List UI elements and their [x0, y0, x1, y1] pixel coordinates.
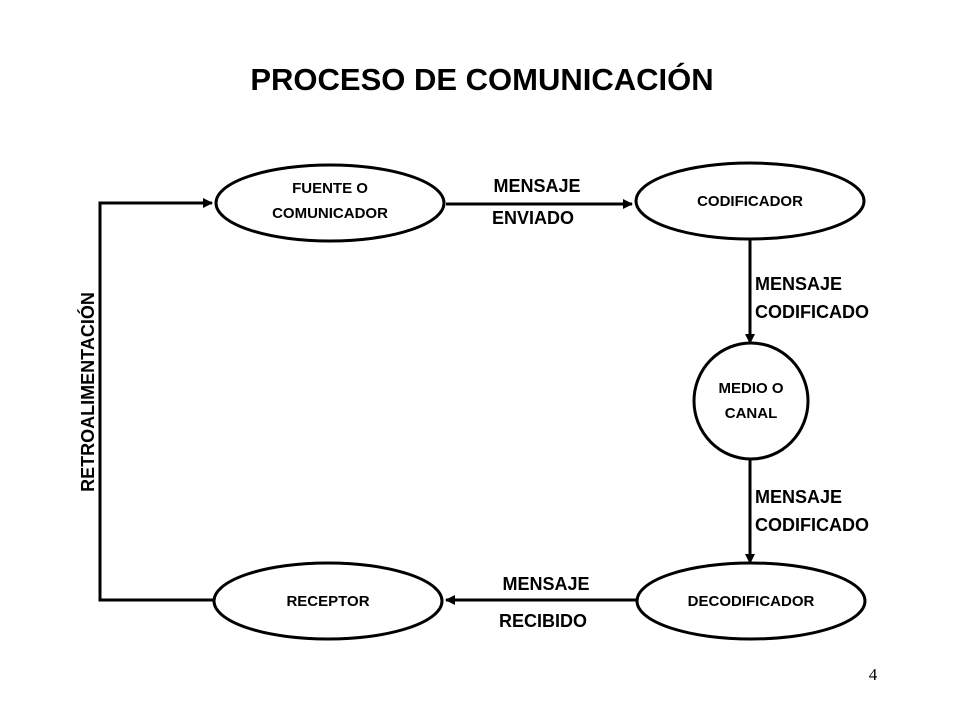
node-receptor: RECEPTOR [212, 561, 444, 641]
edge-codificado-1-label-line1: MENSAJE [755, 274, 842, 294]
node-medio-shape [692, 341, 810, 461]
page-number: 4 [869, 665, 878, 684]
page-title: PROCESO DE COMUNICACIÓN [250, 61, 713, 97]
feedback-label: RETROALIMENTACIÓN [77, 292, 98, 492]
node-receptor-shape [212, 561, 444, 641]
node-decodificador-label: DECODIFICADOR [688, 593, 815, 610]
edge-codificado-2-label-line2: CODIFICADO [755, 515, 869, 535]
node-fuente: FUENTE O COMUNICADOR [214, 163, 446, 243]
node-medio-label-line2: CANAL [725, 405, 778, 422]
node-medio: MEDIO O CANAL [692, 341, 810, 461]
node-decodificador: DECODIFICADOR [635, 561, 867, 641]
node-codificador-shape [634, 161, 866, 241]
node-receptor-label: RECEPTOR [286, 593, 369, 610]
edge-enviado-label-line2: ENVIADO [492, 208, 574, 228]
edge-recibido-label-line2: RECIBIDO [499, 611, 587, 631]
edge-enviado-label-line1: MENSAJE [493, 176, 580, 196]
feedback-loop-arrow [98, 198, 214, 602]
node-medio-label-line1: MEDIO O [718, 380, 783, 397]
edge-codificado-1-label-line2: CODIFICADO [755, 302, 869, 322]
node-fuente-label-line1: FUENTE O [292, 180, 368, 197]
node-codificador: CODIFICADOR [634, 161, 866, 241]
node-codificador-label: CODIFICADOR [697, 193, 803, 210]
node-fuente-shape [214, 163, 446, 243]
node-decodificador-shape [635, 561, 867, 641]
edge-codificado-2-label-line1: MENSAJE [755, 487, 842, 507]
edge-recibido-label-line1: MENSAJE [502, 574, 589, 594]
node-fuente-label-line2: COMUNICADOR [272, 205, 388, 222]
